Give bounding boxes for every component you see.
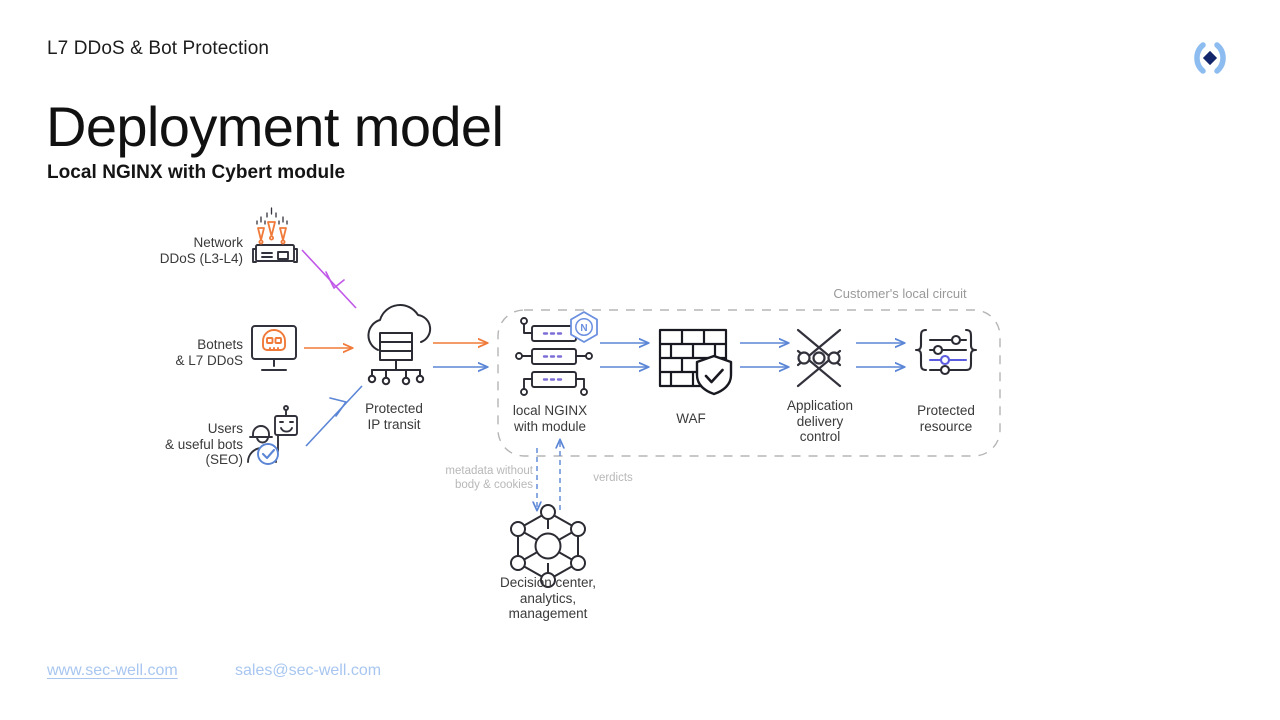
deployment-diagram: N [0, 200, 1280, 640]
page-title: Deployment model [46, 95, 504, 158]
eyebrow-label: L7 DDoS & Bot Protection [47, 38, 270, 59]
sliders-braces-accent [928, 354, 968, 366]
channel-label-verdicts: verdicts [593, 472, 633, 484]
cloud-network-icon [367, 304, 432, 386]
sec-well-logo-icon [1188, 36, 1232, 80]
flow-waf-to-adc [740, 343, 788, 367]
node-label-ip-transit: Protected IP transit [365, 401, 423, 432]
node-label-waf: WAF [676, 411, 706, 426]
server-stack-leds [542, 332, 563, 381]
flow-nginx-to-waf [600, 343, 648, 367]
decision-channels [537, 440, 560, 510]
hexagon-node-graph-icon [510, 504, 586, 588]
load-balancer-icon [796, 328, 842, 388]
page-subtitle: Local NGINX with Cybert module [47, 162, 346, 183]
server-rack-attack-icon [252, 207, 298, 263]
node-label-local-nginx: local NGINX with module [512, 403, 588, 434]
node-label-adc: Application delivery control [786, 398, 854, 444]
source-label-botnets: Botnets & L7 DDoS [175, 337, 243, 368]
customer-boundary [497, 309, 1001, 457]
footer-website-link[interactable]: www.sec-well.com [47, 662, 178, 679]
boundary-label: Customer's local circuit [833, 286, 967, 301]
source-label-network-ddos: Network DDoS (L3-L4) [159, 235, 243, 266]
decision-center-label: Decision center, analytics, management [499, 575, 597, 621]
svg-text:N: N [580, 323, 587, 334]
node-label-protected-resource: Protected resource [917, 403, 975, 434]
monitor-skull-icon [251, 325, 297, 371]
shield-check-icon [695, 354, 733, 396]
nginx-hexagon-icon: N [570, 311, 598, 343]
flow-adc-to-resource [856, 343, 904, 367]
flow-users [305, 385, 363, 447]
sliders-braces-icon [914, 328, 978, 376]
channel-label-metadata: metadata without body & cookies [445, 465, 533, 491]
user-robot-verified-icon [247, 405, 298, 465]
source-label-users-bots: Users & useful bots (SEO) [164, 421, 243, 467]
flow-cloud-to-nginx [433, 343, 487, 367]
footer-email-link[interactable]: sales@sec-well.com [235, 662, 382, 679]
flow-network-ddos [301, 249, 357, 309]
